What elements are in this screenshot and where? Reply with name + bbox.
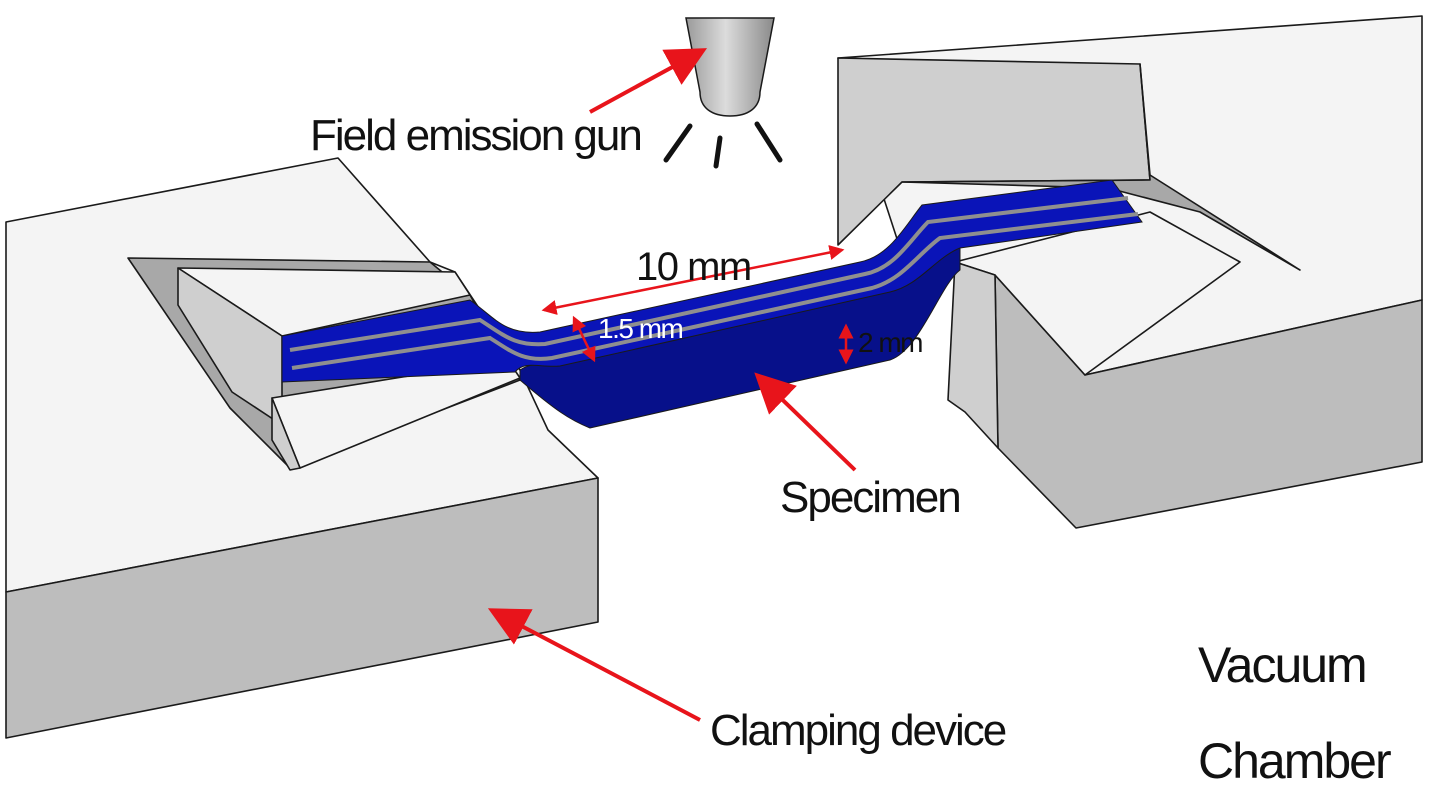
right-upper-recess [901,63,1301,271]
gun-beam-center [713,135,723,169]
specimen-stripe-2 [291,212,1139,370]
specimen-arrow [754,372,857,472]
gauge-length-dimension-arrow [541,245,845,315]
chamber-label: Chamber [1198,733,1391,789]
width-label: 2 mm [858,327,922,358]
gun-body [685,17,775,117]
specimen [281,179,1143,429]
field-emission-gun [663,17,783,169]
left-clamp-front-face [5,477,599,739]
clamping-device-arrow [487,608,701,722]
gun-beam-left [663,123,693,163]
gun-beam-right [754,121,783,163]
left-upper-jaw-front [177,267,283,426]
right-jaw-front [947,261,999,449]
vacuum-label: Vacuum [1198,637,1366,693]
specimen-stripe-1 [289,196,1129,352]
specimen-label: Specimen [780,473,960,522]
left-lower-jaw-front [271,397,301,471]
thickness-label: 1.5 mm [598,313,683,344]
right-clamp [837,15,1423,529]
clamping-device-label: Clamping device [710,706,1006,755]
left-clamp [5,157,599,739]
field-emission-gun-label: Field emission gun [310,111,641,160]
gun-arrow [589,48,708,114]
gauge-length-label: 10 mm [636,245,751,289]
callout-arrows [487,48,857,722]
thickness-dimension-arrow [572,315,596,363]
